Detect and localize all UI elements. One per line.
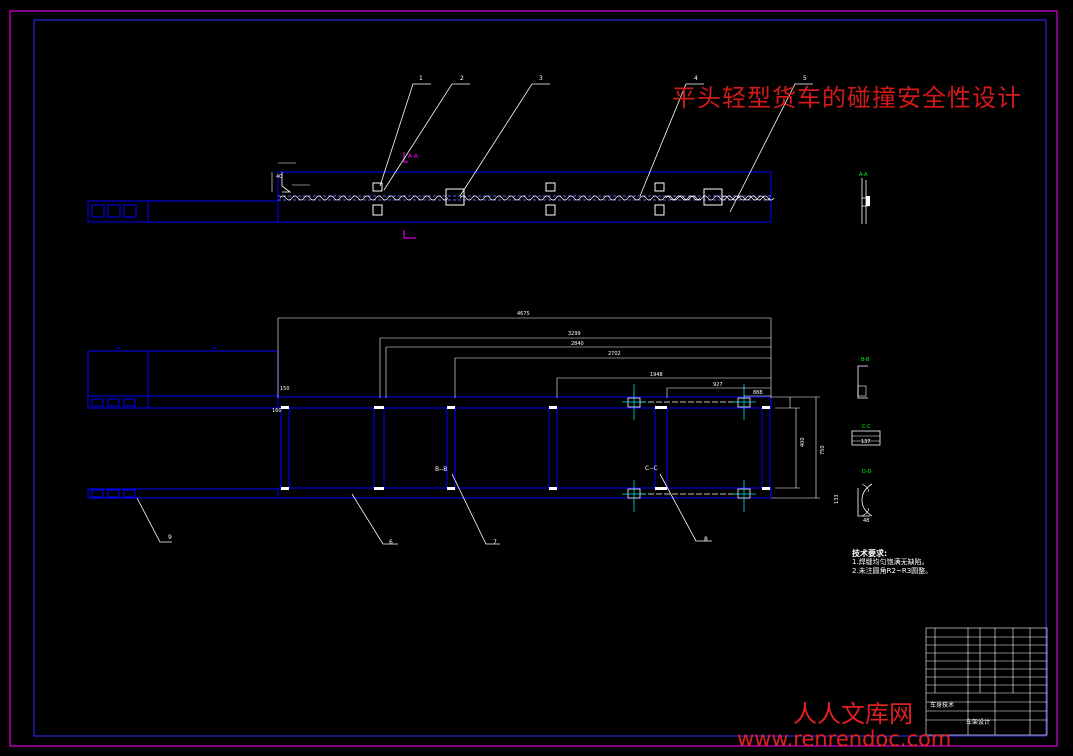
- svg-text:133: 133: [834, 494, 840, 504]
- svg-text:137: 137: [861, 439, 871, 445]
- dim-3299: 3299: [568, 331, 581, 337]
- dim-927: 927: [713, 382, 723, 388]
- callouts-plan: [136, 473, 712, 545]
- dim-400: 400: [800, 437, 806, 447]
- right-rail: [277, 487, 772, 499]
- callout-9: 9: [168, 534, 172, 541]
- svg-text:D-D: D-D: [862, 469, 872, 475]
- tech-req-heading: 技术要求:: [852, 549, 888, 558]
- watermark-site-name: 人人文库网: [793, 700, 913, 728]
- title-block-text: 车身技术 车架设计: [930, 701, 990, 726]
- svg-text:车身技术: 车身技术: [930, 701, 954, 709]
- dim-2840: 2840: [571, 341, 584, 347]
- plan-dimensions: [277, 317, 820, 499]
- dimension-texts: 4675 3299 2840 2702 1948 927 888 400 750…: [272, 174, 826, 455]
- callout-8: 8: [704, 536, 708, 543]
- svg-text:C-C: C-C: [862, 424, 871, 430]
- callout-2: 2: [460, 75, 464, 82]
- title-block[interactable]: [925, 627, 1048, 736]
- callout-7: 7: [493, 539, 497, 546]
- tech-req-item-1: 1.焊缝均匀饱满无缺陷。: [852, 558, 929, 566]
- dim-133: 160: [272, 408, 282, 414]
- callouts-top: [379, 83, 813, 213]
- callout-numbers-plan: 9 6 7 8 B--B C--C: [168, 465, 708, 546]
- svg-text:A-A: A-A: [859, 172, 868, 178]
- callout-4: 4: [694, 75, 698, 82]
- dim-888: 888: [753, 390, 763, 396]
- left-rail: [277, 396, 772, 409]
- sheet-outer-frame: [9, 10, 1058, 747]
- callout-3: 3: [539, 75, 543, 82]
- technical-requirements: 技术要求: 1.焊缝均匀饱满无缺陷。 2.未注圆角R2~R3圆整。: [852, 549, 932, 576]
- dim-40: 150: [280, 386, 290, 392]
- svg-text:48: 48: [863, 518, 869, 524]
- dim-750: 750: [820, 445, 826, 455]
- svg-text:B-B: B-B: [861, 357, 870, 363]
- sheet-inner-frame: [33, 19, 1047, 737]
- dim-4675: 4675: [517, 311, 530, 317]
- watermark-url[interactable]: www.renrendoc.com: [737, 727, 952, 751]
- section-b-marker: B--B: [435, 466, 447, 473]
- drawing-title: 平头轻型货车的碰撞安全性设计: [672, 84, 1022, 112]
- svg-text:车架设计: 车架设计: [966, 718, 990, 726]
- svg-text:A-A: A-A: [408, 153, 419, 160]
- callout-numbers-top: 1 2 3 4 5: [419, 75, 807, 82]
- section-views: A-A B-B C-C D-D 133 48 137: [834, 172, 881, 524]
- plan-view[interactable]: [87, 347, 772, 512]
- side-view[interactable]: A-A: [87, 152, 775, 239]
- dim-1948: 1948: [650, 372, 663, 378]
- section-c-marker: C--C: [645, 465, 658, 472]
- dim-48: 40: [276, 174, 282, 180]
- callout-6: 6: [389, 539, 393, 546]
- dim-2702: 2702: [608, 351, 621, 357]
- tech-req-item-2: 2.未注圆角R2~R3圆整。: [852, 567, 933, 575]
- cab-mount-left: [87, 200, 279, 223]
- callout-1: 1: [419, 75, 423, 82]
- frame-rail-side: [277, 171, 772, 223]
- callout-5: 5: [803, 75, 807, 82]
